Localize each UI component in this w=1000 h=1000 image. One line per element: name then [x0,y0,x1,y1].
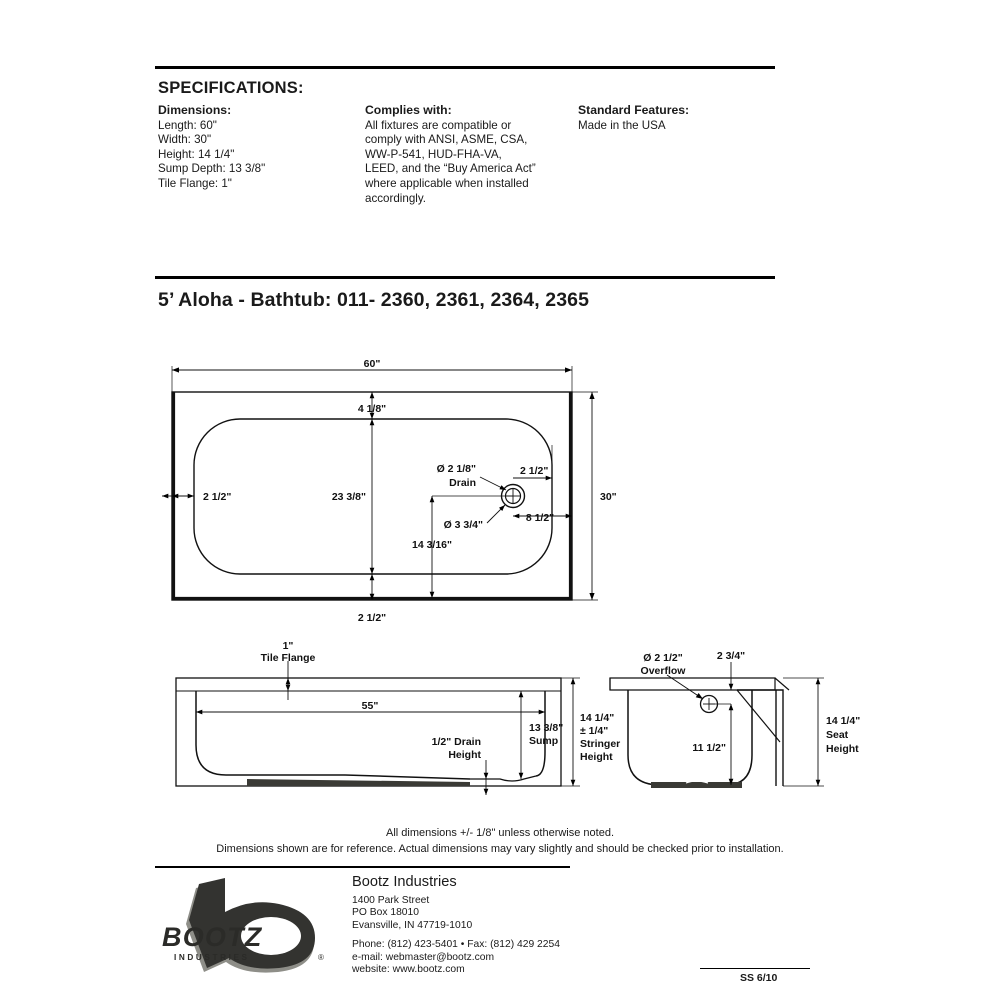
page-title: 5’ Aloha - Bathtub: 011- 2360, 2361, 236… [158,289,590,311]
address-line: PO Box 18010 [352,907,419,919]
divider-revision [700,968,810,969]
dim-tile-flange-value: 1" [283,640,294,652]
spec-line: LEED, and the “Buy America Act” [365,162,536,176]
dim-flange-bottom: 2 1/2" [358,612,386,624]
spec-line: Height: 14 1/4" [158,147,235,161]
dim-overflow-offset: 2 3/4" [717,650,745,662]
dim-drain-diameter: Ø 2 1/8" [437,463,476,475]
dim-drain-outer-diameter: Ø 3 3/4" [444,519,483,531]
spec-line: Tile Flange: 1" [158,176,232,190]
dim-drain-label: Drain [449,477,476,489]
company-contact: Phone: (812) 423-5401 • Fax: (812) 429 2… [352,939,560,976]
contact-website[interactable]: website: www.bootz.com [352,964,465,976]
dim-overall-width: 30" [600,491,617,503]
spec-line: Made in the USA [578,118,666,132]
spec-column-complies: Complies with: All fixtures are compatib… [365,103,575,206]
dim-inner-width: 23 3/8" [332,491,366,503]
divider-title [155,276,775,279]
dim-drain-from-bottom: 14 3/16" [412,539,452,551]
contact-email[interactable]: e-mail: webmaster@bootz.com [352,951,495,963]
spec-line: Length: 60" [158,118,217,132]
revision-code: SS 6/10 [740,972,778,984]
dim-stringer-label-2: Height [580,751,613,763]
note-reference: Dimensions shown are for reference. Actu… [216,842,784,855]
dim-tile-flange-label: Tile Flange [261,652,316,664]
spec-line: Width: 30" [158,133,212,147]
dim-seat-label-2: Height [826,743,859,755]
spec-column-body: All fixtures are compatible or comply wi… [365,119,575,207]
spec-column-title: Complies with: [365,103,452,117]
bootz-logo: BOOTZ INDUSTRIES ® [162,878,324,973]
spec-column-body: Length: 60" Width: 30" Height: 14 1/4" S… [158,119,358,192]
dim-stringer-value: 14 1/4" [580,712,614,724]
specifications-heading: SPECIFICATIONS: [158,79,304,97]
note-tolerance: All dimensions +/- 1/8" unless otherwise… [386,827,614,839]
spec-line: Sump Depth: 13 3/8" [158,162,266,176]
address-line: 1400 Park Street [352,895,430,906]
dim-flange-top: 4 1/8" [358,403,386,415]
spec-column-body: Made in the USA [578,119,798,134]
logo-subtext: INDUSTRIES [174,953,250,962]
dim-flange-left: 2 1/2" [203,491,231,503]
dim-drain-to-inner-wall: 2 1/2" [520,465,548,477]
company-name: Bootz Industries [352,874,457,890]
dim-overflow-label: Overflow [641,665,687,677]
contact-phone-fax: Phone: (812) 423-5401 • Fax: (812) 429 2… [352,939,560,951]
divider-top [155,66,775,69]
spec-column-title: Dimensions: [158,103,232,117]
dim-stringer-label-1: Stringer [580,738,620,750]
dim-overflow-diameter: Ø 2 1/2" [643,652,682,664]
spec-line: WW-P-541, HUD-FHA-VA, [365,147,502,161]
logo-wordmark: BOOTZ [162,922,263,952]
dim-drain-height-label: Height [448,749,481,761]
dim-interior-length: 55" [362,700,379,712]
company-address: 1400 Park Street PO Box 18010 Evansville… [352,895,560,932]
address-line: Evansville, IN 47719-1010 [352,919,473,931]
dim-sump-value: 13 3/8" [529,722,563,734]
spec-line: comply with ANSI, ASME, CSA, [365,133,528,147]
dim-seat-value: 14 1/4" [826,715,860,727]
company-info: Bootz Industries 1400 Park Street PO Box… [352,873,560,976]
divider-footer [155,866,570,868]
dim-sump-label: Sump [529,735,558,747]
spec-column-dimensions: Dimensions: Length: 60" Width: 30" Heigh… [158,103,358,192]
dim-stringer-tolerance: ± 1/4" [580,725,608,737]
spec-column-features: Standard Features: Made in the USA [578,103,798,133]
spec-column-title: Standard Features: [578,103,690,117]
dim-drain-to-outer-edge: 8 1/2" [526,512,554,524]
dim-drain-height-value: 1/2" Drain [432,736,481,748]
dim-overflow-height: 11 1/2" [692,742,726,754]
logo-registered-mark: ® [318,953,324,962]
dim-overall-length: 60" [364,358,381,370]
spec-line: All fixtures are compatible or [365,118,512,132]
disclaimer-notes: All dimensions +/- 1/8" unless otherwise… [0,826,1000,857]
spec-line: where applicable when installed [365,176,529,190]
dim-seat-label-1: Seat [826,729,849,741]
spec-line: accordingly. [365,191,427,205]
